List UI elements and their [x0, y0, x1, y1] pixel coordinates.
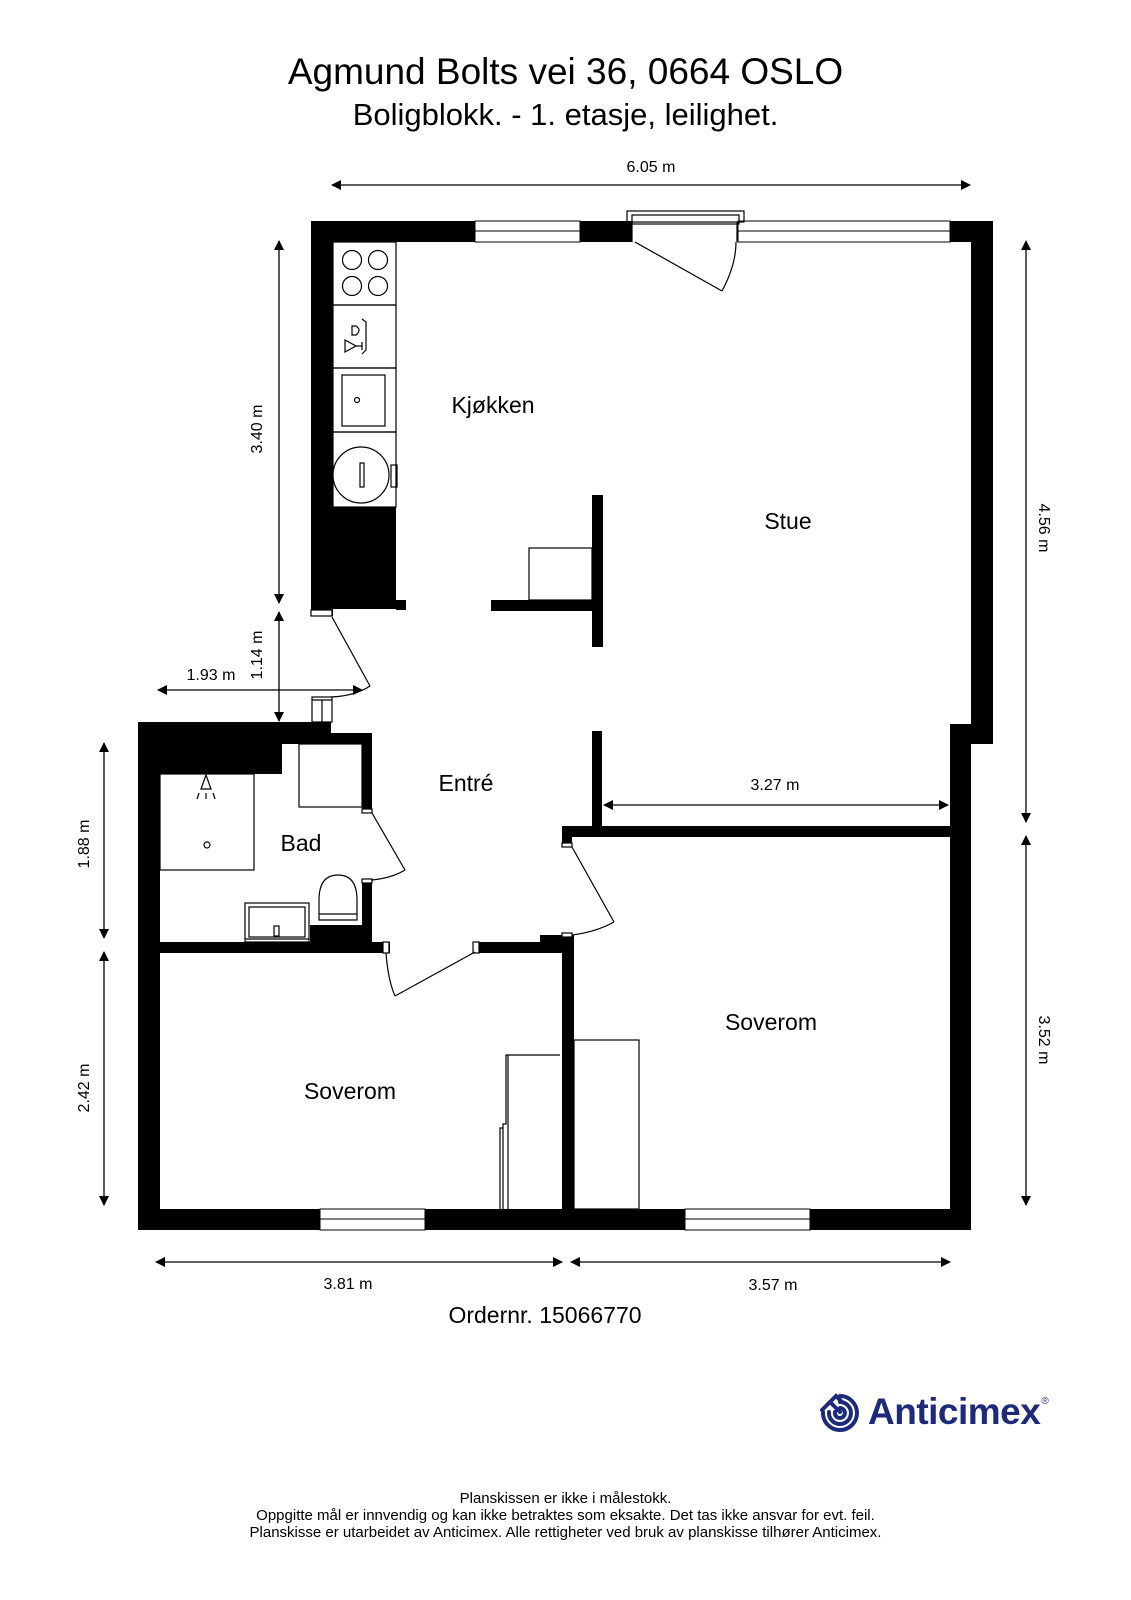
cabinet [528, 547, 593, 601]
wardrobe-right [573, 1039, 640, 1210]
registered-mark: ® [1041, 1396, 1049, 1407]
room-label-bedroom-left: Soverom [304, 1078, 396, 1104]
logo-text: Anticimex [868, 1391, 1041, 1432]
dim-label-bedroom-left-height: 2.42 m [76, 1064, 93, 1113]
dim-label-top-width: 6.05 m [627, 159, 676, 176]
disclaimer-line: Planskissen er ikke i målestokk. [459, 1490, 672, 1507]
room-label-living-room: Stue [764, 508, 811, 534]
order-number: Ordernr. 15066770 [448, 1302, 642, 1328]
disclaimer-line: Planskisse er utarbeidet av Anticimex. A… [249, 1524, 882, 1541]
bedroom-left-door [382, 941, 480, 997]
disclaimer-line: Oppgitte mål er innvendig og kan ikke be… [256, 1507, 875, 1524]
bath-sink-icon [244, 902, 310, 943]
sink-icon [341, 374, 386, 427]
disclaimer: Planskissen er ikke i målestokk. Oppgitt… [0, 1490, 1131, 1541]
anticimex-spiral-icon [820, 1393, 859, 1432]
dim-label-kitchen-height: 3.40 m [249, 405, 266, 454]
room-label-kitchen: Kjøkken [451, 392, 534, 418]
dim-label-right-lower: 3.52 m [1035, 1016, 1052, 1065]
bathroom-fixtures [159, 743, 363, 943]
shower-icon [159, 773, 255, 871]
dishwasher-icon [332, 304, 397, 369]
bedroom-right-door [561, 842, 615, 938]
walls [138, 221, 993, 1230]
room-label-entrance: Entré [439, 770, 494, 796]
floor-subtitle: Boligblokk. - 1. etasje, leilighet. [352, 97, 779, 132]
dim-label-hall-width: 1.93 m [187, 667, 236, 684]
dim-label-bottom-right: 3.57 m [749, 1277, 798, 1294]
toilet-icon [318, 874, 358, 921]
address-title: Agmund Bolts vei 36, 0664 OSLO [287, 51, 844, 92]
dim-label-bath-height: 1.88 m [76, 820, 93, 869]
drain-icon [203, 841, 211, 849]
washer-cabinet [298, 743, 363, 808]
washing-machine-icon [332, 446, 390, 504]
dim-label-living-inner: 3.27 m [751, 777, 800, 794]
dim-label-bottom-left: 3.81 m [324, 1276, 373, 1293]
wardrobe-left [502, 1054, 560, 1209]
dim-label-right-upper: 4.56 m [1035, 504, 1052, 553]
entry-door [310, 609, 371, 723]
windows [319, 220, 951, 1231]
kitchen-counter [332, 241, 398, 508]
room-label-bedroom-right: Soverom [725, 1009, 817, 1035]
dim-label-hall-height: 1.14 m [249, 631, 266, 680]
room-label-bathroom: Bad [281, 830, 322, 856]
anticimex-logo: Anticimex ® [818, 1390, 1049, 1434]
bathroom-door [361, 808, 406, 884]
stove-icon [332, 241, 397, 306]
wardrobes [499, 1039, 640, 1210]
balcony-door [626, 210, 745, 292]
dimension-lines [99, 180, 1031, 1267]
